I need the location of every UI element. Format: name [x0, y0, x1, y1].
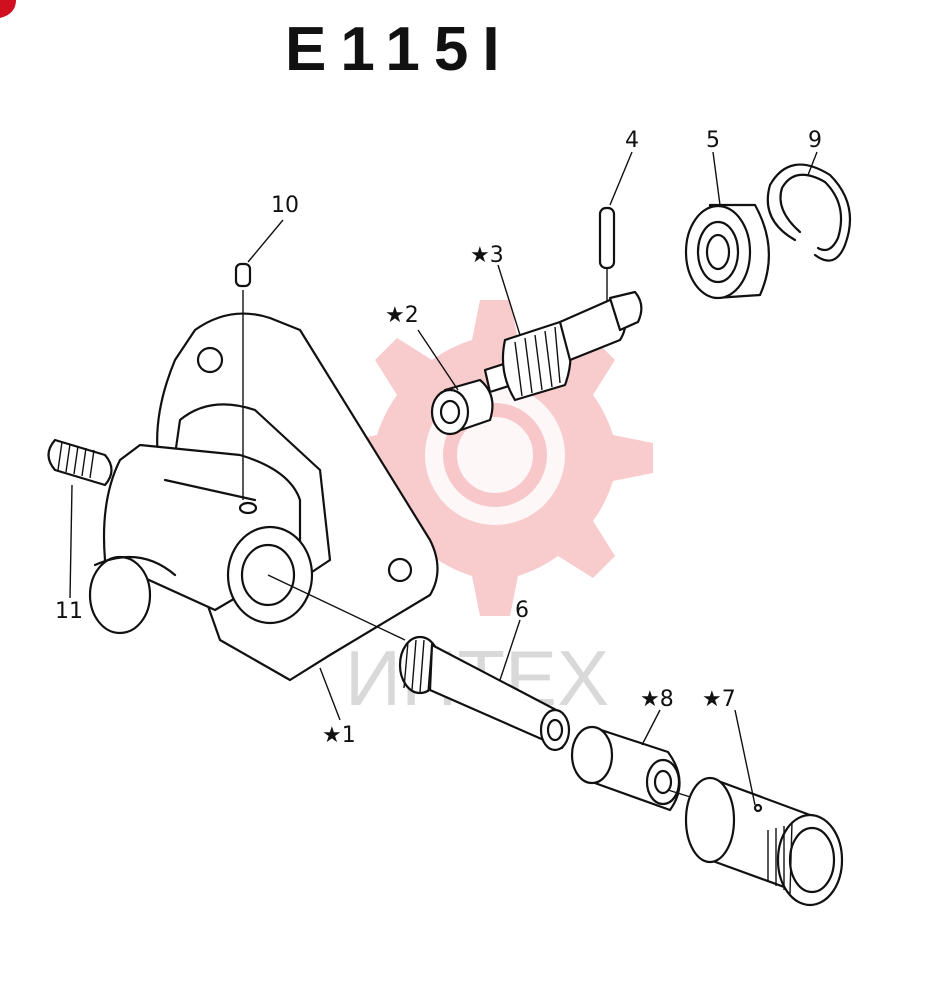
callout-6: 6	[515, 598, 529, 623]
callout-11: 11	[55, 599, 83, 624]
diagram-title: E115I	[285, 15, 514, 84]
corner-marker	[0, 0, 16, 18]
callout-9: 9	[808, 128, 822, 153]
callout-4: 4	[625, 128, 639, 153]
part-drive-shaft-6	[267, 574, 571, 752]
part-sleeve-8	[570, 725, 681, 812]
part-pin-4	[598, 206, 616, 302]
part-housing	[88, 312, 439, 682]
callout-1: ★1	[322, 723, 356, 748]
part-circlip-9	[766, 163, 852, 262]
callout-5: 5	[706, 128, 720, 153]
part-set-screw	[47, 438, 113, 487]
callout-2: ★2	[385, 303, 419, 328]
callout-8: ★8	[640, 687, 674, 712]
part-bushing-2	[430, 378, 494, 436]
callout-3: ★3	[470, 243, 504, 268]
callout-7: ★7	[702, 687, 736, 712]
leader-lines	[69, 151, 818, 806]
part-pin-10	[234, 262, 252, 500]
part-gear-shaft-3	[483, 290, 643, 402]
part-bearing-5	[684, 203, 770, 300]
part-threaded-cap-7	[667, 776, 844, 907]
callout-10: 10	[271, 193, 299, 218]
